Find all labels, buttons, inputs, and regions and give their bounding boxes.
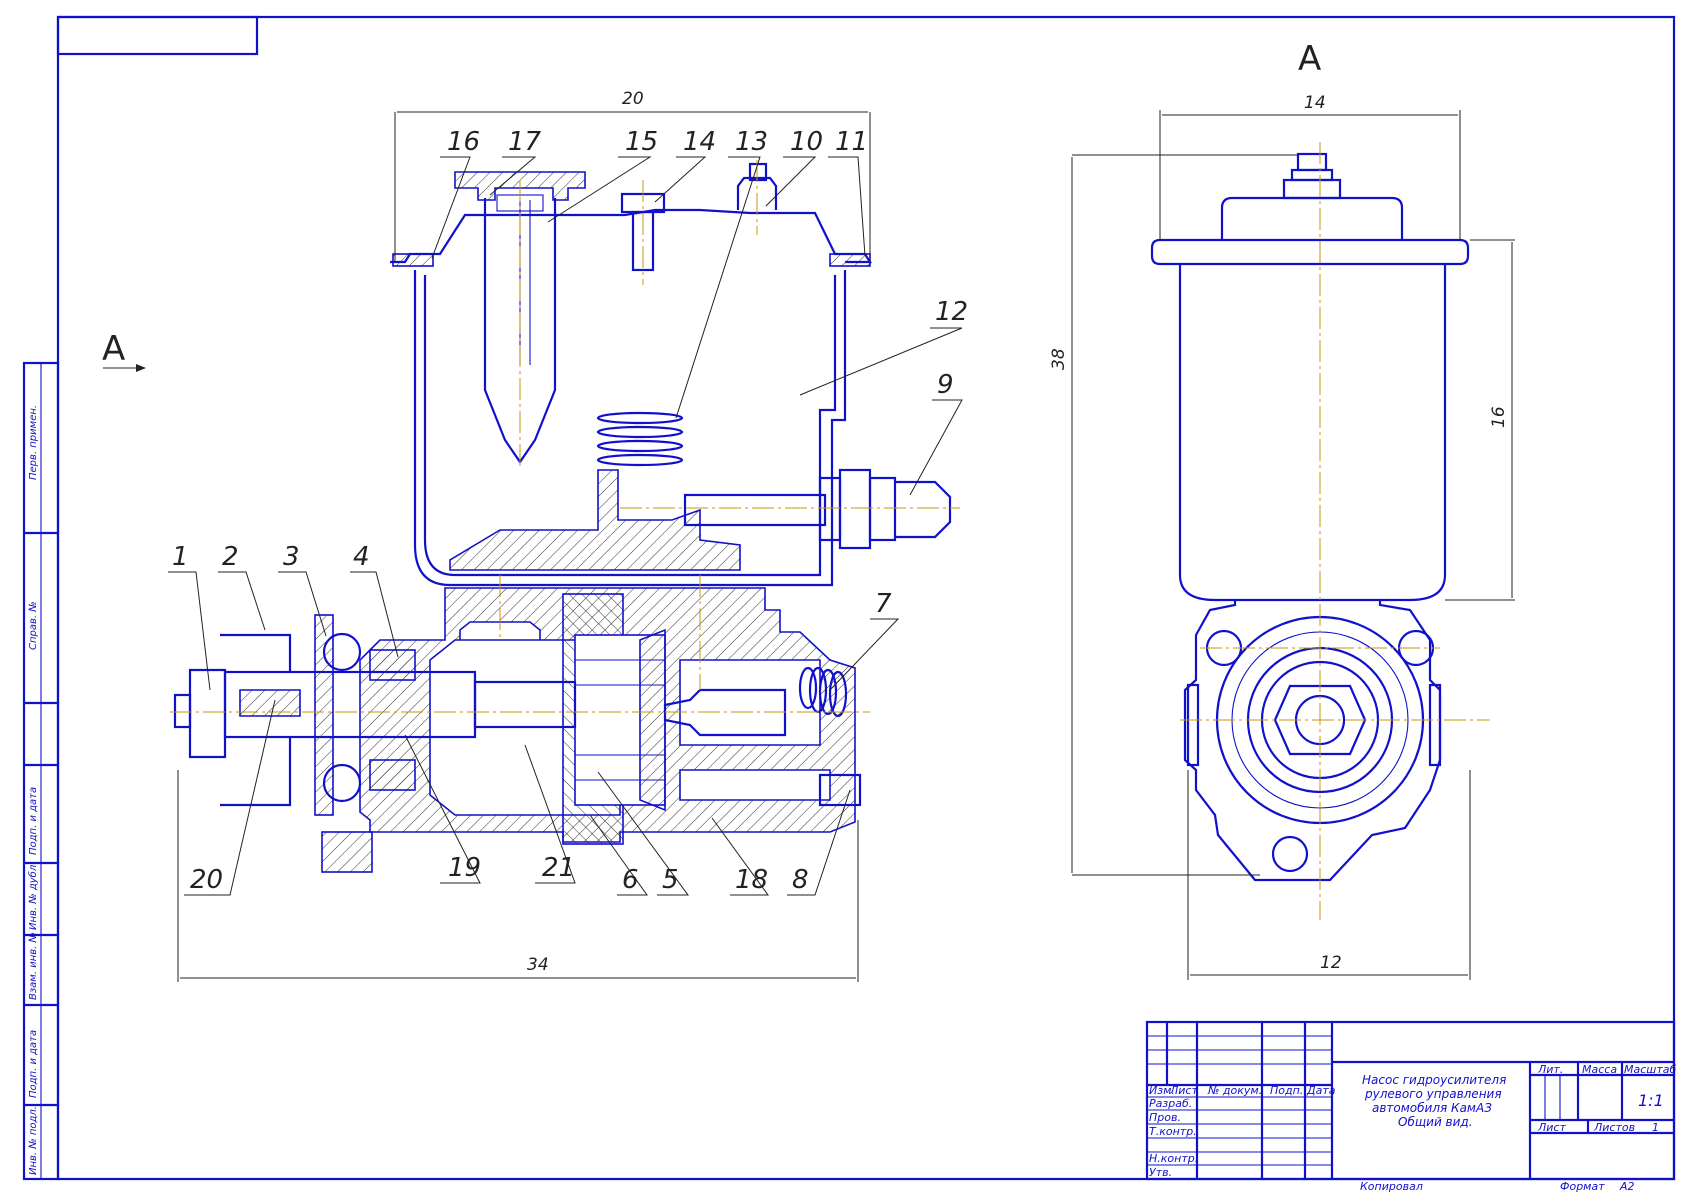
tb-mass-label: Масса [1582, 1063, 1617, 1076]
tb-scale-value: 1:1 [1638, 1091, 1664, 1110]
callout-14: 14 [683, 127, 716, 157]
callout-3: 3 [283, 542, 300, 572]
tb-row-nkontr: Н.контр. [1149, 1152, 1198, 1165]
tb-format-value: А2 [1619, 1180, 1635, 1193]
tb-title-line-1: Насос гидроусилителя [1362, 1073, 1506, 1087]
tb-col-dokum: № докум. [1207, 1084, 1262, 1097]
tb-title-line-4: Общий вид. [1398, 1115, 1473, 1129]
callout-13: 13 [735, 127, 768, 157]
tb-title-line-3: автомобиля КамАЗ [1372, 1101, 1492, 1115]
tb-row-prov: Пров. [1149, 1111, 1181, 1124]
callout-20: 20 [190, 865, 223, 895]
tb-col-izm: Изм. [1149, 1084, 1175, 1097]
dim-side-height: 38 [1049, 348, 1069, 370]
dim-side-reservoir-height: 16 [1489, 406, 1509, 428]
title-block: Изм. Лист № докум. Подп. Дата Разраб. Пр… [1145, 1020, 1676, 1193]
tb-title-line-2: рулевого управления [1364, 1087, 1502, 1101]
callout-10: 10 [790, 127, 823, 157]
side-label-perv: Перв. примен. [28, 405, 39, 480]
sheet-border [56, 15, 1676, 1181]
callout-4: 4 [353, 542, 370, 572]
tb-sheet-label: Лист [1537, 1121, 1566, 1134]
tb-sheets-value: 1 [1652, 1121, 1659, 1134]
callout-1: 1 [172, 542, 189, 572]
callout-16: 16 [447, 127, 480, 157]
callout-8: 8 [792, 865, 809, 895]
top-left-stamp-box [56, 15, 259, 56]
dim-bottom-width: 34 [527, 955, 549, 975]
side-label-sprav: Справ. № [28, 601, 39, 650]
side-strip: Перв. примен. Справ. № Подп. и дата Инв.… [22, 361, 60, 1181]
tb-lit-label: Лит. [1537, 1063, 1563, 1076]
side-view-a: А 14 38 [1049, 39, 1515, 980]
tb-col-podp: Подп. [1270, 1084, 1303, 1097]
callout-11: 11 [835, 127, 868, 157]
tb-sheets-label: Листов [1593, 1121, 1635, 1134]
callout-5: 5 [662, 865, 679, 895]
tb-col-list: Лист [1169, 1084, 1198, 1097]
callout-7: 7 [875, 589, 892, 619]
tb-row-tkontr: Т.контр. [1149, 1125, 1197, 1138]
tb-format-label: Формат [1560, 1180, 1605, 1193]
callout-6: 6 [622, 865, 639, 895]
tb-row-razrab: Разраб. [1149, 1097, 1192, 1110]
side-label-podl: Инв. № подл. [28, 1106, 39, 1175]
callout-17: 17 [508, 127, 542, 157]
callout-2: 2 [222, 542, 239, 572]
side-label-dubl: Инв. № дубл. [27, 862, 39, 930]
side-view-label: А [1298, 39, 1321, 79]
callout-12: 12 [935, 297, 968, 327]
side-label-podp1: Подп. и дата [28, 787, 39, 855]
tb-copied-label: Копировал [1360, 1180, 1423, 1193]
tb-row-utv: Утв. [1149, 1166, 1172, 1179]
tb-col-data: Дата [1306, 1084, 1336, 1097]
callout-18: 18 [735, 865, 768, 895]
section-view: А 20 34 16 17 15 14 13 10 11 12 [102, 89, 968, 982]
dim-side-top-width: 14 [1304, 93, 1326, 113]
callout-19: 19 [448, 853, 481, 883]
dim-top-width: 20 [622, 89, 644, 109]
view-arrow-label: А [102, 329, 125, 369]
dim-side-bottom-width: 12 [1320, 953, 1342, 973]
tb-scale-label: Масштаб [1624, 1063, 1676, 1076]
side-label-podp2: Подп. и дата [28, 1030, 39, 1098]
callout-15: 15 [625, 127, 658, 157]
callout-21: 21 [542, 853, 575, 883]
side-label-vzam: Взам. инв. № [28, 932, 39, 1000]
callout-9: 9 [937, 370, 954, 400]
callouts: 16 17 15 14 13 10 11 12 9 1 2 3 4 [168, 127, 968, 896]
